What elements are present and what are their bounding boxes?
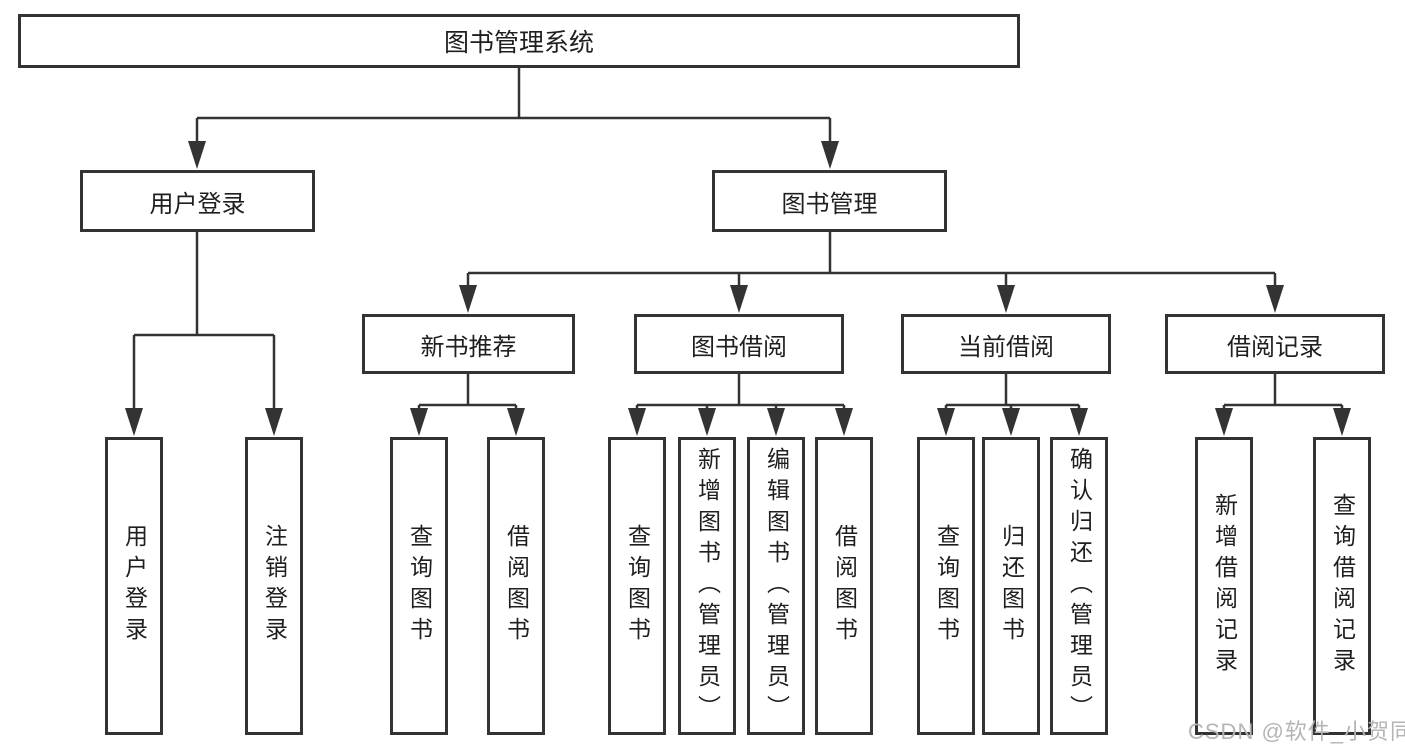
node-borrowing-records: 借阅记录 — [1165, 314, 1385, 374]
leaf-query-books-current: 查询图书 — [917, 437, 975, 735]
node-label: 当前借阅 — [958, 333, 1054, 361]
leaf-query-books-borrow: 查询图书 — [608, 437, 666, 735]
node-library-management-system: 图书管理系统 — [18, 14, 1020, 68]
node-new-book-recommendation: 新书推荐 — [362, 314, 575, 374]
leaf-add-borrow-record: 新增借阅记录 — [1195, 437, 1253, 735]
node-label: 归还图书 — [998, 524, 1025, 648]
node-label: 新增借阅记录 — [1211, 493, 1238, 679]
node-label: 图书借阅 — [691, 333, 787, 361]
node-current-borrowing: 当前借阅 — [901, 314, 1111, 374]
leaf-borrow-books-recommend: 借阅图书 — [487, 437, 545, 735]
node-label: 图书管理系统 — [443, 29, 594, 57]
node-label: 编辑图书（管理员） — [763, 446, 790, 726]
node-label: 借阅图书 — [831, 524, 858, 648]
leaf-query-borrow-record: 查询借阅记录 — [1313, 437, 1371, 735]
node-label: 用户登录 — [149, 190, 246, 218]
leaf-query-books-recommend: 查询图书 — [390, 437, 448, 735]
node-book-borrowing: 图书借阅 — [634, 314, 844, 374]
node-label: 图书管理 — [781, 190, 878, 218]
node-user-login: 用户登录 — [80, 170, 315, 232]
csdn-watermark: CSDN @软件_小贺同学 — [1188, 719, 1405, 744]
node-label: 确认归还（管理员） — [1066, 446, 1093, 726]
node-label: 查询图书 — [933, 524, 960, 648]
node-label: 注销登录 — [261, 524, 288, 648]
node-book-management: 图书管理 — [712, 170, 947, 232]
node-label: 用户登录 — [121, 524, 148, 648]
leaf-confirm-return-admin: 确认归还（管理员） — [1050, 437, 1108, 735]
node-label: 借阅记录 — [1227, 333, 1323, 361]
leaf-edit-book-admin: 编辑图书（管理员） — [747, 437, 805, 735]
leaf-logout: 注销登录 — [245, 437, 303, 735]
leaf-add-book-admin: 新增图书（管理员） — [678, 437, 736, 735]
leaf-user-login: 用户登录 — [105, 437, 163, 735]
node-label: 新增图书（管理员） — [694, 446, 721, 726]
leaf-borrow-books: 借阅图书 — [815, 437, 873, 735]
node-label: 借阅图书 — [503, 524, 530, 648]
node-label: 查询图书 — [406, 524, 433, 648]
node-label: 新书推荐 — [420, 333, 517, 361]
node-label: 查询图书 — [624, 524, 651, 648]
node-label: 查询借阅记录 — [1329, 493, 1356, 679]
leaf-return-books: 归还图书 — [982, 437, 1040, 735]
